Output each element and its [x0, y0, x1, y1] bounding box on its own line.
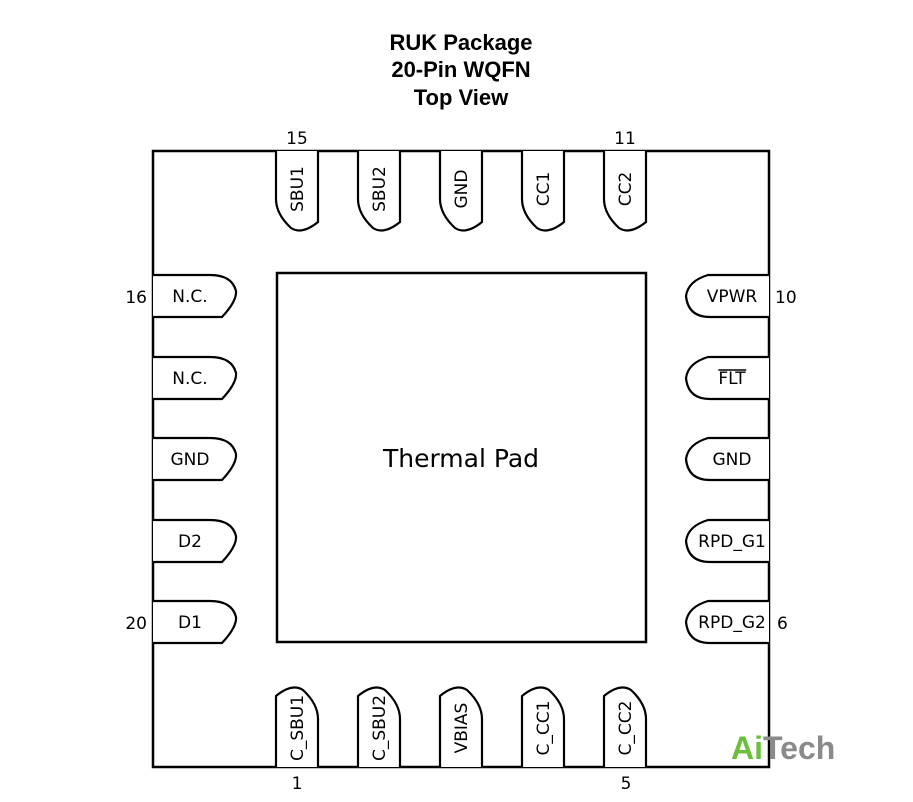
pin-number-11: 11 — [614, 129, 636, 149]
pin-pad — [684, 273, 769, 319]
pin-number-6: 6 — [777, 614, 788, 634]
pin-pad — [274, 151, 320, 232]
pin-label: N.C. — [172, 369, 207, 389]
pin-label: C_CC2 — [616, 701, 636, 756]
title-line-1: RUK Package — [389, 30, 532, 55]
top-pin-cc1-3: CC1 — [520, 151, 566, 232]
right-pin-gnd-2: GND — [684, 436, 769, 482]
pin-pad — [684, 599, 769, 645]
pin-pad — [602, 151, 648, 232]
title-line-3: Top View — [414, 85, 509, 110]
pin-label: SBU1 — [288, 166, 308, 212]
pin-pad — [274, 686, 320, 767]
pin-pad — [153, 436, 238, 482]
watermark-tech: Tech — [763, 730, 835, 766]
pin-label: GND — [171, 450, 210, 470]
pin-label: N.C. — [172, 287, 207, 307]
left-pin-d1-4: D1 — [153, 599, 238, 645]
top-pin-cc2-4: CC2 — [602, 151, 648, 232]
pin-pad — [438, 686, 484, 767]
pin-label: CC2 — [616, 172, 636, 207]
pin-label: RPD_G1 — [698, 532, 766, 552]
pin-pad — [153, 355, 238, 401]
pin-label: C_SBU2 — [370, 695, 390, 761]
top-pin-sbu1-0: SBU1 — [274, 151, 320, 232]
pin-number-1: 1 — [292, 774, 303, 794]
thermal-pad — [275, 271, 648, 644]
pin-number-20: 20 — [125, 614, 147, 634]
bottom-pin-c-cc1-3: C_CC1 — [520, 686, 566, 767]
pin-label: C_SBU1 — [288, 695, 308, 761]
pin-pad — [684, 355, 769, 401]
aitech-watermark-logo: AiTech — [731, 730, 835, 766]
pin-pad — [153, 273, 238, 319]
pin-label: GND — [452, 170, 472, 209]
left-pin-gnd-2: GND — [153, 436, 238, 482]
pin-label: SBU2 — [370, 166, 390, 212]
pin-label: FLT — [718, 369, 746, 389]
svg-text:AiTech: AiTech — [731, 730, 835, 766]
right-pin-rpd-g2-4: RPD_G2 — [684, 599, 769, 645]
pin-pad — [520, 151, 566, 232]
pin-pad — [153, 599, 238, 645]
bottom-pin-c-sbu2-1: C_SBU2 — [356, 686, 402, 767]
pin-label: VPWR — [707, 287, 758, 307]
pin-pad — [520, 686, 566, 767]
pin-number-5: 5 — [621, 774, 632, 794]
watermark-ai: Ai — [731, 730, 763, 766]
pin-pad — [438, 151, 484, 232]
bottom-pin-row: C_SBU1 C_SBU2 VBIAS C_CC1 C_CC2 — [274, 686, 648, 767]
pin-label: C_CC1 — [534, 701, 554, 756]
pin-label: CC1 — [534, 172, 554, 207]
left-pin-n-c-0: N.C. — [153, 273, 238, 319]
left-pin-n-c-1: N.C. — [153, 355, 238, 401]
bottom-pin-vbias-2: VBIAS — [438, 686, 484, 767]
pin-pad — [153, 518, 238, 564]
pin-label: D2 — [178, 532, 202, 552]
pin-label: VBIAS — [452, 703, 472, 754]
pin-number-15: 15 — [286, 129, 308, 149]
pin-number-10: 10 — [775, 288, 797, 308]
bottom-pin-c-sbu1-0: C_SBU1 — [274, 686, 320, 767]
right-pin-vpwr-0: VPWR — [684, 273, 769, 319]
top-pin-gnd-2: GND — [438, 151, 484, 232]
thermal-pad-label: Thermal Pad — [382, 444, 539, 473]
top-pin-sbu2-1: SBU2 — [356, 151, 402, 232]
pin-label: GND — [713, 450, 752, 470]
pin-pad — [356, 686, 402, 767]
pin-pad — [684, 518, 769, 564]
pin-label: D1 — [178, 613, 202, 633]
pin-pad — [602, 686, 648, 767]
pin-number-16: 16 — [125, 288, 147, 308]
right-pin-rpd-g1-3: RPD_G1 — [684, 518, 769, 564]
left-pin-d2-3: D2 — [153, 518, 238, 564]
pin-label: RPD_G2 — [698, 613, 766, 633]
pin-pad — [684, 436, 769, 482]
right-pin-flt-1: FLT — [684, 355, 769, 401]
bottom-pin-c-cc2-4: C_CC2 — [602, 686, 648, 767]
pin-pad — [356, 151, 402, 232]
top-pin-row: SBU1 SBU2 GND CC1 CC2 — [274, 151, 648, 232]
title-line-2: 20-Pin WQFN — [391, 57, 530, 82]
